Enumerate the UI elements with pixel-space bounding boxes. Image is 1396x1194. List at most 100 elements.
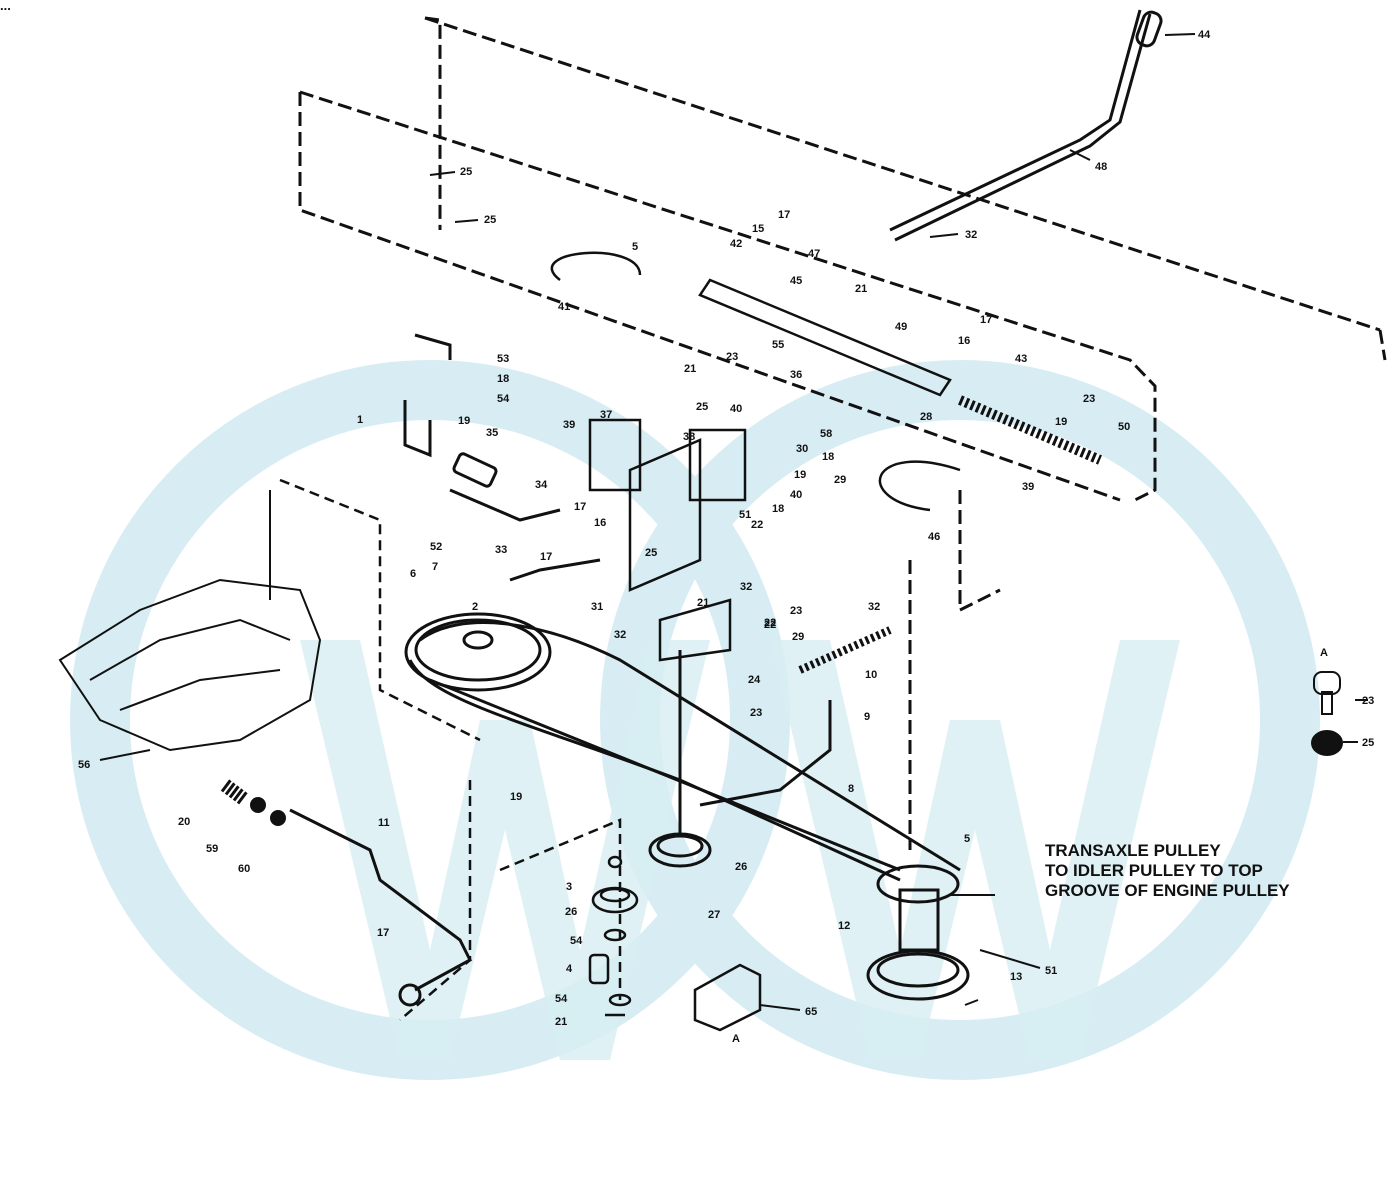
callout: 23 (750, 707, 762, 719)
note-line-2: TO IDLER PULLEY TO TOP (1045, 861, 1263, 880)
callout: 56 (78, 759, 90, 771)
callout: 17 (377, 927, 389, 939)
callout: 54 (570, 935, 583, 947)
callout: 25 (696, 401, 708, 413)
callout: 39 (1022, 481, 1034, 493)
callout: 24 (748, 674, 761, 686)
callout: 21 (697, 597, 709, 609)
routing-note: TRANSAXLE PULLEY TO IDLER PULLEY TO TOP … (1045, 841, 1290, 900)
callout: 21 (855, 283, 867, 295)
callout: 16 (594, 517, 606, 529)
callout: 23 (790, 605, 802, 617)
lower-idler-assembly (588, 855, 639, 1017)
callout: 47 (808, 248, 820, 260)
drive-belt (408, 621, 961, 882)
callout: 31 (591, 601, 603, 613)
callout: 16 (958, 335, 970, 347)
callout: 18 (772, 503, 784, 515)
bracket-65 (693, 963, 762, 1032)
callout: 41 (558, 301, 570, 313)
callout: 32 (740, 581, 752, 593)
callout: 49 (895, 321, 907, 333)
callout: 44 (1198, 29, 1211, 41)
callout: 23 (726, 351, 738, 363)
callout: 19 (1055, 416, 1067, 428)
callout: 7 (432, 561, 438, 573)
idler-pulley (648, 650, 712, 868)
shift-rod (699, 700, 832, 807)
callout: 19 (510, 791, 522, 803)
callout: 28 (920, 411, 932, 423)
callout: 19 (794, 469, 806, 481)
callout: 18 (497, 373, 509, 385)
callout: 23 (1083, 393, 1095, 405)
callout: 10 (865, 669, 877, 681)
callout: 40 (730, 403, 742, 415)
callout: 8 (848, 783, 854, 795)
callout: 35 (486, 427, 498, 439)
callout: 30 (796, 443, 808, 455)
callout: 40 (790, 489, 802, 501)
callout: 9 (864, 711, 870, 723)
callout: 37 (600, 409, 612, 421)
callout: 21 (684, 363, 696, 375)
transaxle (58, 490, 322, 752)
callout: 51 (739, 509, 751, 521)
note-line-3: GROOVE OF ENGINE PULLEY (1045, 881, 1290, 900)
callout: 22 (764, 617, 776, 629)
callout: 34 (535, 479, 548, 491)
callout: 54 (497, 393, 510, 405)
leader-lines (99, 33, 1368, 1011)
callout: 27 (708, 909, 720, 921)
callout: A (732, 1033, 740, 1045)
callout: 42 (730, 238, 742, 250)
callout: 53 (497, 353, 509, 365)
callout: 38 (683, 431, 695, 443)
callout: 3 (566, 881, 572, 893)
callout: 6 (410, 568, 416, 580)
callout: 25 (460, 166, 472, 178)
callout: 17 (574, 501, 586, 513)
callout: 13 (1010, 971, 1022, 983)
callout: 12 (838, 920, 850, 932)
callout: 1 (357, 414, 363, 426)
spring-washers (220, 779, 286, 826)
callout: 25 (645, 547, 657, 559)
callout: 5 (632, 241, 638, 253)
callout: 36 (790, 369, 802, 381)
levers-33-34 (449, 452, 601, 582)
callout: 5 (964, 833, 970, 845)
callout: 50 (1118, 421, 1130, 433)
callout: 54 (555, 993, 568, 1005)
callout: 20 (178, 816, 190, 828)
frame (298, 16, 1387, 850)
callout: 58 (820, 428, 832, 440)
callout: 26 (565, 906, 577, 918)
callout: 15 (752, 223, 764, 235)
note-line-1: TRANSAXLE PULLEY (1045, 841, 1221, 860)
callout: 51 (1045, 965, 1057, 977)
callout: 32 (868, 601, 880, 613)
callout: 32 (614, 629, 626, 641)
lift-lever (889, 9, 1163, 242)
callout: 4 (566, 963, 573, 975)
callout: 45 (790, 275, 802, 287)
callout: 23 (1362, 695, 1374, 707)
callout: 60 (238, 863, 250, 875)
callout: 25 (1362, 737, 1374, 749)
callout: 32 (965, 229, 977, 241)
spring-29 (798, 626, 892, 674)
mechanism-plates (550, 251, 961, 662)
callout: 39 (563, 419, 575, 431)
callout: 21 (555, 1016, 567, 1028)
watermark (70, 360, 1320, 1080)
callout: 26 (735, 861, 747, 873)
header-fragment: ... (0, 0, 11, 13)
callout: 2 (472, 601, 478, 613)
callout: 33 (495, 544, 507, 556)
detail-a (1311, 671, 1343, 756)
callout: 17 (540, 551, 552, 563)
callout: 29 (834, 474, 846, 486)
callout: 46 (928, 531, 940, 543)
